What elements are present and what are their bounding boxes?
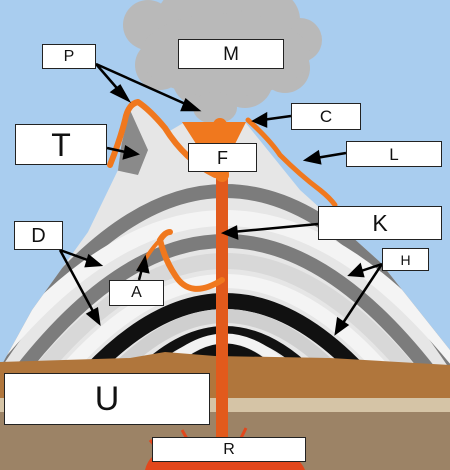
- label-h: H: [382, 248, 429, 271]
- label-c: C: [291, 103, 361, 130]
- label-d: D: [14, 221, 63, 250]
- label-r: R: [152, 437, 306, 462]
- pointer-arrows: [58, 62, 384, 336]
- label-p: P: [42, 44, 96, 69]
- label-k: K: [318, 206, 442, 240]
- label-f: F: [188, 143, 257, 172]
- label-t: T: [15, 124, 107, 165]
- label-m: M: [178, 39, 284, 69]
- label-u: U: [4, 373, 210, 425]
- label-a: A: [109, 280, 164, 306]
- label-l: L: [346, 141, 442, 167]
